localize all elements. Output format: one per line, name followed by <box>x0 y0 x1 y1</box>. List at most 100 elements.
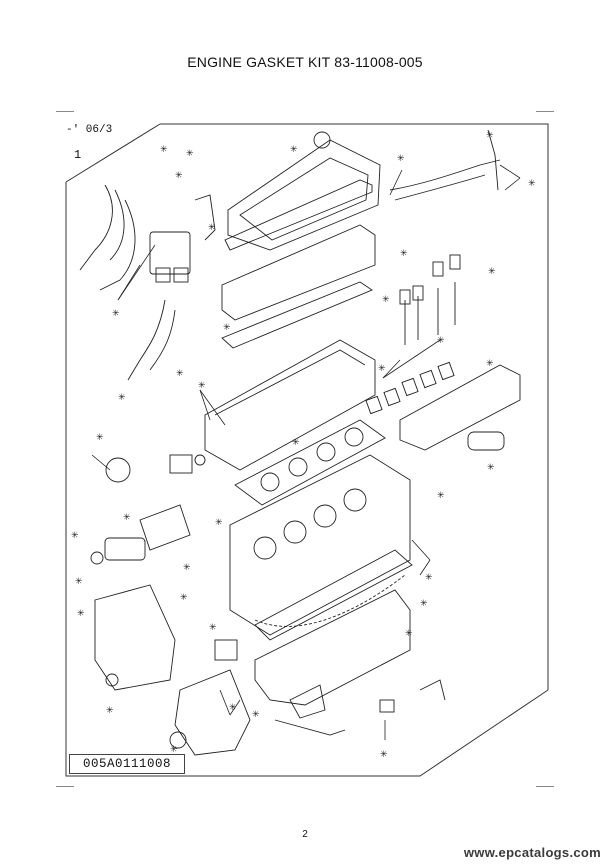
injector-harness <box>389 159 501 191</box>
thermostat-housing <box>104 537 146 561</box>
o-ring <box>194 454 206 466</box>
svg-text:✳: ✳ <box>176 369 184 379</box>
svg-text:✳: ✳ <box>112 309 120 319</box>
svg-text:✳: ✳ <box>425 573 433 583</box>
revision-mark: -' 06/3 <box>66 124 113 136</box>
svg-text:✳: ✳ <box>123 513 131 523</box>
svg-text:✳: ✳ <box>175 171 183 181</box>
svg-text:✳: ✳ <box>252 710 260 720</box>
frame-top-right-edge <box>160 123 549 690</box>
front-cover <box>174 669 251 756</box>
oil-filler-cap <box>313 131 331 149</box>
manifold-gaskets <box>365 361 455 415</box>
crank-seal <box>169 731 187 749</box>
svg-text:✳: ✳ <box>486 359 494 369</box>
svg-text:✳: ✳ <box>528 179 536 189</box>
crop-mark-bottom-right <box>536 786 554 787</box>
svg-text:✳: ✳ <box>96 433 104 443</box>
cylinder-head-detail <box>214 349 366 416</box>
fuel-filter-bowl <box>173 267 189 283</box>
crop-mark-top-left <box>56 111 74 112</box>
svg-text:✳: ✳ <box>290 145 298 155</box>
fuel-pipe <box>127 299 166 381</box>
svg-text:✳: ✳ <box>106 706 114 716</box>
o-ring <box>90 551 104 565</box>
svg-text:✳: ✳ <box>382 295 390 305</box>
svg-text:✳: ✳ <box>380 750 388 760</box>
rocker-housing <box>221 224 376 321</box>
svg-text:✳: ✳ <box>488 267 496 277</box>
svg-text:✳: ✳ <box>405 629 413 639</box>
svg-text:✳: ✳ <box>486 131 494 141</box>
engine-parts-group <box>79 129 521 756</box>
page-title: ENGINE GASKET KIT 83-11008-005 <box>187 54 423 70</box>
svg-text:✳: ✳ <box>170 745 178 755</box>
fuel-pipe <box>99 199 136 291</box>
callout-markers: ✳✳✳ ✳✳✳ ✳✳✳ ✳✳✳ ✳✳✳ ✳✳✳ ✳✳✳ ✳✳✳ ✳✳✳ ✳✳✳ … <box>71 131 536 760</box>
gasket-chain <box>254 574 406 627</box>
oil-pan-gasket <box>254 549 413 641</box>
head-gasket <box>234 419 386 506</box>
svg-text:✳: ✳ <box>208 223 216 233</box>
injector-harness <box>394 174 486 201</box>
leader-lines <box>91 164 521 740</box>
svg-text:✳: ✳ <box>186 149 194 159</box>
housing-gasket <box>221 281 373 349</box>
svg-text:✳: ✳ <box>487 463 495 473</box>
svg-text:✳: ✳ <box>437 491 445 501</box>
cylinder-head <box>204 339 376 471</box>
watermark-link[interactable]: www.epcatalogs.com <box>463 845 601 860</box>
svg-text:✳: ✳ <box>223 323 231 333</box>
valve-group <box>399 254 461 345</box>
svg-text:✳: ✳ <box>420 599 428 609</box>
svg-text:✳: ✳ <box>118 393 126 403</box>
svg-text:✳: ✳ <box>71 531 79 541</box>
timing-case <box>94 584 176 691</box>
drain-plug <box>379 699 395 713</box>
oil-cooler <box>169 454 193 474</box>
svg-text:✳: ✳ <box>77 609 85 619</box>
svg-text:✳: ✳ <box>437 336 445 346</box>
oil-pan-sump <box>289 684 326 719</box>
crop-mark-bottom-left <box>56 786 74 787</box>
svg-text:✳: ✳ <box>209 623 217 633</box>
svg-text:✳: ✳ <box>183 563 191 573</box>
svg-text:✳: ✳ <box>229 703 237 713</box>
svg-text:✳: ✳ <box>378 364 386 374</box>
fuel-pipe <box>109 189 125 261</box>
svg-text:✳: ✳ <box>397 154 405 164</box>
oil-pump <box>214 639 238 661</box>
frame-bottom-edge <box>65 182 549 777</box>
dipstick-tube <box>274 719 346 736</box>
cylinder-block <box>229 454 411 636</box>
svg-text:✳: ✳ <box>160 145 168 155</box>
sensor-harness <box>419 679 446 701</box>
svg-text:✳: ✳ <box>198 381 206 391</box>
fuel-pipe <box>79 184 113 271</box>
svg-text:✳: ✳ <box>215 518 223 528</box>
page-number: 2 <box>302 829 308 840</box>
cam-cover <box>227 139 381 251</box>
frame-top-left-chamfer <box>65 123 161 183</box>
injector-pipe <box>487 129 499 191</box>
oil-pan <box>254 589 411 706</box>
cam-cover-ribs <box>239 157 369 241</box>
fuel-pipe <box>149 309 176 371</box>
crop-mark-top-right <box>536 111 554 112</box>
block-bores <box>253 488 367 560</box>
bracket <box>194 194 216 241</box>
fuel-filter-bowl <box>155 267 171 283</box>
figure-id-box: 005A0111008 <box>69 754 185 774</box>
svg-text:✳: ✳ <box>292 438 300 448</box>
pump-housing <box>139 504 191 551</box>
cam-cover-gasket <box>224 179 373 251</box>
item-number: 1 <box>74 148 82 162</box>
water-pump <box>105 457 131 483</box>
svg-text:✳: ✳ <box>400 249 408 259</box>
seal-ring <box>105 673 119 687</box>
exhaust-manifold <box>399 364 521 451</box>
egr-cooler <box>467 431 505 451</box>
svg-text:✳: ✳ <box>75 577 83 587</box>
svg-text:✳: ✳ <box>180 593 188 603</box>
